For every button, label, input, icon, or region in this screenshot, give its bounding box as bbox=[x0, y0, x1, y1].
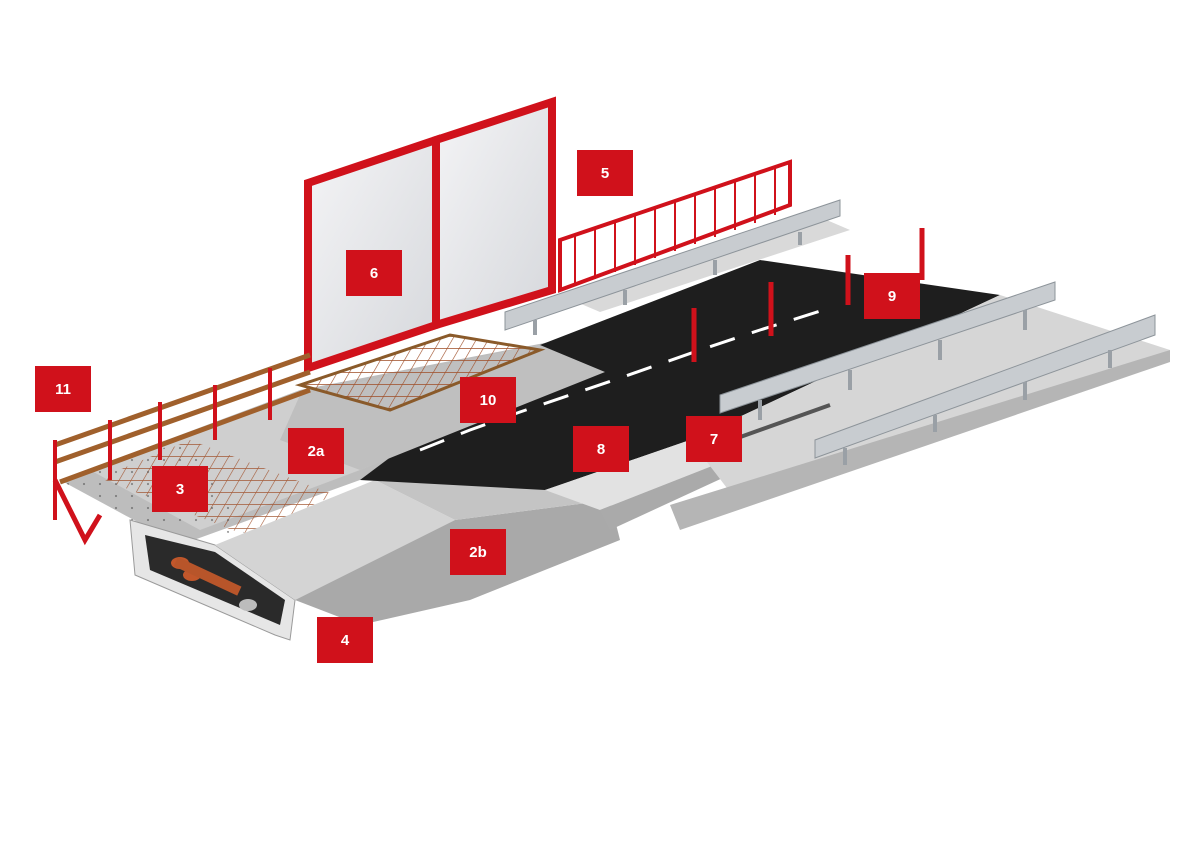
guardrail-posts bbox=[533, 232, 1112, 465]
delineator-posts-9 bbox=[691, 228, 925, 362]
marker-9[interactable]: 9 bbox=[864, 273, 920, 319]
marker-3[interactable]: 3 bbox=[152, 466, 208, 512]
marker-8[interactable]: 8 bbox=[573, 426, 629, 472]
marker-2a[interactable]: 2a bbox=[288, 428, 344, 474]
marker-11[interactable]: 11 bbox=[35, 366, 91, 412]
formwork-rebar-10 bbox=[294, 333, 546, 412]
marker-6[interactable]: 6 bbox=[346, 250, 402, 296]
right-deck-edge bbox=[670, 350, 1170, 530]
marker-10[interactable]: 10 bbox=[460, 377, 516, 423]
pipe-body-1 bbox=[173, 557, 242, 596]
marker-4[interactable]: 4 bbox=[317, 617, 373, 663]
noise-barrier-panel-right bbox=[432, 96, 556, 331]
marker-5[interactable]: 5 bbox=[577, 150, 633, 196]
railing-5 bbox=[558, 159, 792, 293]
lane-markings bbox=[419, 306, 831, 452]
median-curb-side bbox=[600, 455, 740, 530]
asphalt-roadway bbox=[360, 260, 1000, 490]
railing-balusters bbox=[574, 167, 776, 286]
guardrail-mid bbox=[719, 281, 1056, 414]
front-slab bbox=[215, 480, 455, 600]
concrete-layer-10 bbox=[280, 345, 605, 470]
marker-7[interactable]: 7 bbox=[686, 416, 742, 462]
guardrail-far bbox=[504, 199, 841, 331]
guardrail-near bbox=[814, 314, 1156, 459]
pipe-3 bbox=[239, 599, 257, 611]
scaffold-bracket bbox=[52, 478, 103, 546]
marker-2b[interactable]: 2b bbox=[450, 529, 506, 575]
far-sidewalk bbox=[560, 215, 850, 312]
